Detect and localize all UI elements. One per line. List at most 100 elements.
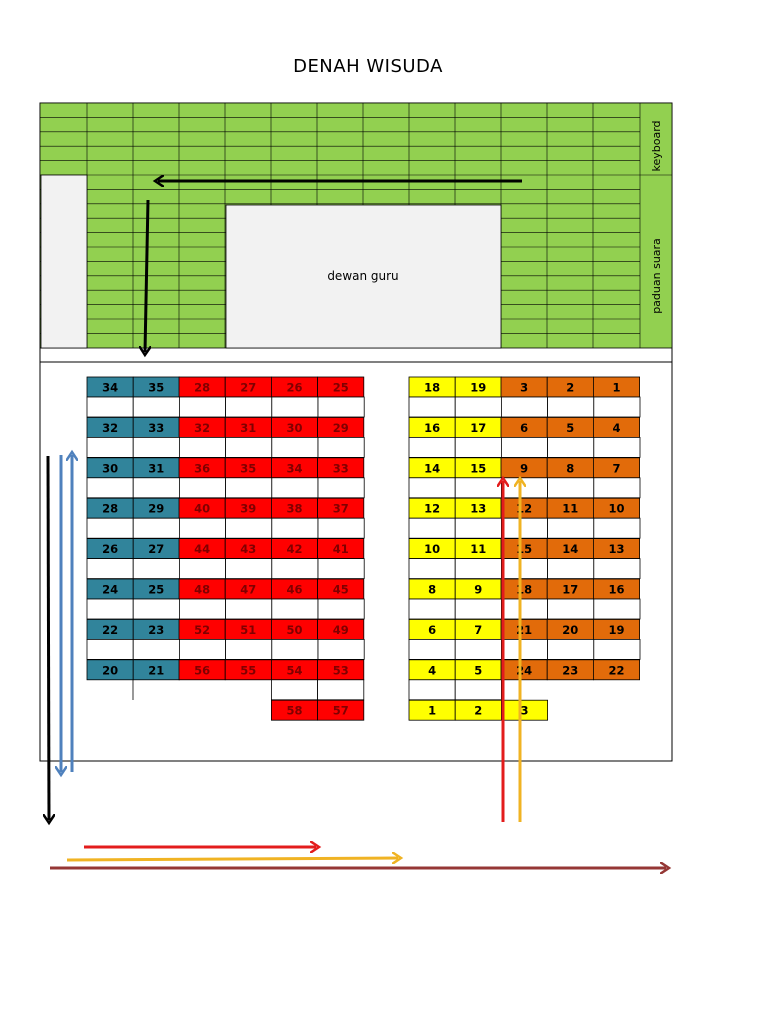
- aisle-cell: [593, 436, 641, 458]
- aisle-cell: [593, 639, 641, 660]
- yellow-seat-number: 13: [470, 502, 486, 516]
- red-seat-number: 57: [333, 704, 349, 718]
- yellow-seat-number: 12: [424, 502, 440, 516]
- blue-seat-number: 33: [148, 421, 164, 435]
- red-seat-number: 52: [194, 623, 210, 637]
- red-seat-number: 36: [194, 461, 210, 475]
- aisle-cell: [178, 436, 226, 458]
- aisle-cell: [408, 396, 456, 418]
- red-seat-number: 43: [240, 542, 256, 556]
- aisle-cell: [225, 598, 273, 620]
- orange-seat-number: 20: [562, 623, 578, 637]
- aisle-cell: [547, 436, 595, 458]
- dewan-guru-label: dewan guru: [327, 269, 398, 283]
- aisle-cell: [132, 436, 180, 458]
- aisle-cell: [178, 477, 226, 499]
- orange-seat-number: 21: [516, 623, 532, 637]
- aisle-cell: [500, 639, 548, 660]
- aisle-cell: [178, 558, 226, 579]
- aisle-cell: [86, 598, 134, 620]
- aisle-cell: [86, 436, 134, 458]
- aisle-cell: [547, 558, 595, 579]
- aisle-cell: [454, 396, 502, 418]
- orange-seat-number: 13: [608, 542, 624, 556]
- red-seat-number: 44: [194, 542, 210, 556]
- paduan-suara-label: paduan suara: [650, 238, 663, 314]
- aisle-cell: [271, 477, 319, 499]
- aisle-cell: [132, 477, 180, 499]
- yellow-seat-cell: [500, 699, 548, 721]
- blue-seat-number: 25: [148, 583, 164, 597]
- yellow-seat-number: 3: [520, 704, 528, 718]
- yellow-seat-number: 19: [470, 381, 486, 395]
- orange-seat-number: 9: [520, 461, 528, 475]
- aisle-cell: [454, 598, 502, 620]
- blue-seat-number: 34: [102, 381, 118, 395]
- orange-seat-number: 5: [566, 421, 574, 435]
- aisle-cell: [593, 558, 641, 579]
- aisle-cell: [132, 517, 180, 539]
- aisle-cell: [225, 558, 273, 579]
- blue-seat-number: 21: [148, 663, 164, 677]
- aisle-cell: [408, 639, 456, 660]
- aisle-cell: [500, 598, 548, 620]
- aisle-cell: [408, 598, 456, 620]
- aisle-cell: [593, 598, 641, 620]
- red-seat-number: 40: [194, 502, 210, 516]
- yellow-seat-number: 10: [424, 542, 440, 556]
- orange-seat-number: 15: [516, 542, 532, 556]
- blue-seat-number: 26: [102, 542, 118, 556]
- red-seat-number: 41: [333, 542, 349, 556]
- orange-seat-number: 6: [520, 421, 528, 435]
- orange-seat-number: 4: [612, 421, 620, 435]
- aisle-cell: [271, 517, 319, 539]
- aisle-cell: [317, 517, 365, 539]
- aisle-cell: [317, 679, 365, 701]
- aisle-cell: [132, 639, 180, 660]
- yellow-seat-number: 1: [428, 704, 436, 718]
- orange-seat-number: 14: [562, 542, 578, 556]
- red-seat-number: 51: [240, 623, 256, 637]
- aisle-cell: [317, 558, 365, 579]
- red-seat-number: 58: [286, 704, 302, 718]
- aisle-cell: [86, 396, 134, 418]
- orange-seat-number: 10: [608, 502, 624, 516]
- orange-seat-number: 8: [566, 461, 574, 475]
- red-seat-number: 33: [333, 461, 349, 475]
- aisle-cell: [454, 639, 502, 660]
- red-seat-number: 54: [286, 663, 302, 677]
- aisle-cell: [178, 598, 226, 620]
- red-seat-number: 42: [286, 542, 302, 556]
- red-seat-number: 32: [194, 421, 210, 435]
- red-seat-number: 31: [240, 421, 256, 435]
- orange-seat-number: 16: [608, 583, 624, 597]
- arrow-black-down: [48, 455, 49, 820]
- red-seat-number: 53: [333, 663, 349, 677]
- aisle-cell: [500, 396, 548, 418]
- yellow-seat-number: 11: [470, 542, 486, 556]
- dewan-guru-area: [225, 204, 502, 349]
- yellow-seat-number: 2: [474, 704, 482, 718]
- aisle-cell: [454, 477, 502, 499]
- red-seat-number: 49: [333, 623, 349, 637]
- aisle-cell: [178, 639, 226, 660]
- aisle-cell: [408, 558, 456, 579]
- aisle-cell: [225, 639, 273, 660]
- red-seat-number: 35: [240, 461, 256, 475]
- aisle-cell: [593, 517, 641, 539]
- yellow-seat-number: 7: [474, 623, 482, 637]
- orange-seat-cell: [593, 659, 641, 681]
- aisle-cell: [270, 679, 318, 701]
- red-seat-number: 25: [333, 381, 349, 395]
- blue-seat-number: 31: [148, 461, 164, 475]
- blue-seat-number: 23: [148, 623, 164, 637]
- blue-seat-number: 20: [102, 663, 118, 677]
- yellow-seat-number: 6: [428, 623, 436, 637]
- red-seat-number: 29: [333, 421, 349, 435]
- aisle-cell: [317, 477, 365, 499]
- aisle-cell: [500, 558, 548, 579]
- aisle-cell: [408, 477, 456, 499]
- aisle-cell: [593, 396, 641, 418]
